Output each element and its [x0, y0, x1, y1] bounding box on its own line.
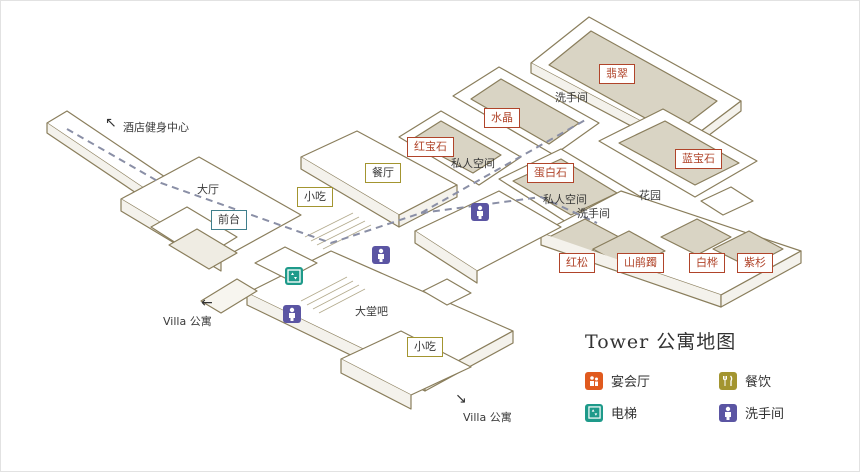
room-opal[interactable]: 蛋白石: [527, 163, 574, 183]
restaurant[interactable]: 餐厅: [365, 163, 401, 183]
elevator-icon: [287, 269, 301, 283]
elevator-icon: [585, 403, 603, 422]
walking-path: [66, 118, 598, 245]
room-emerald[interactable]: 翡翠: [599, 64, 635, 84]
room-fir[interactable]: 紫杉: [737, 253, 773, 273]
legend-banquet: 宴会厅: [585, 371, 650, 390]
restroom-pin-2[interactable]: [372, 246, 390, 264]
restroom-icon: [719, 403, 737, 422]
room-sapphire[interactable]: 蓝宝石: [675, 149, 722, 169]
banquet-icon: [585, 371, 603, 390]
room-crystal[interactable]: 水晶: [484, 108, 520, 128]
legend-elevator: 电梯: [585, 403, 637, 422]
villa-bottom-arrow: ↘: [455, 391, 467, 407]
garden-label: 花园: [639, 189, 661, 202]
room-birch[interactable]: 白桦: [689, 253, 725, 273]
room-red-pine[interactable]: 红松: [559, 253, 595, 273]
legend-dining: 餐饮: [719, 371, 771, 390]
snack-top[interactable]: 小吃: [297, 187, 333, 207]
villa-left-arrow: ←: [201, 295, 213, 311]
hall-label: 大厅: [197, 183, 219, 196]
restroom-pin-1[interactable]: [471, 203, 489, 221]
legend-restroom-label: 洗手间: [745, 407, 785, 422]
washroom-label-mid: 洗手间: [577, 207, 610, 220]
villa-bottom-label: Villa 公寓: [463, 411, 512, 424]
legend-restroom: 洗手间: [719, 403, 784, 422]
restroom-icon: [378, 248, 384, 262]
washroom-label-top: 洗手间: [555, 91, 588, 104]
villa-left-label: Villa 公寓: [163, 315, 212, 328]
legend-title: Tower 公寓地图: [585, 331, 737, 353]
gym-label: 酒店健身中心: [123, 121, 189, 134]
legend-banquet-label: 宴会厅: [611, 375, 651, 390]
restroom-icon: [289, 307, 295, 321]
legend-dining-label: 餐饮: [745, 375, 772, 390]
reception[interactable]: 前台: [211, 210, 247, 230]
lobby-bar-label: 大堂吧: [355, 305, 388, 318]
restroom-icon: [477, 205, 483, 219]
room-azalea[interactable]: 山鹃躅: [617, 253, 664, 273]
private-space-label-2: 私人空间: [543, 193, 587, 206]
elevator-pin[interactable]: [285, 267, 303, 285]
restroom-pin-3[interactable]: [283, 305, 301, 323]
private-space-label-1: 私人空间: [451, 157, 495, 170]
gym-arrow: ↖: [105, 115, 117, 131]
room-ruby[interactable]: 红宝石: [407, 137, 454, 157]
legend-elevator-label: 电梯: [611, 407, 638, 422]
fork-knife-icon: [719, 371, 737, 390]
snack-bottom[interactable]: 小吃: [407, 337, 443, 357]
